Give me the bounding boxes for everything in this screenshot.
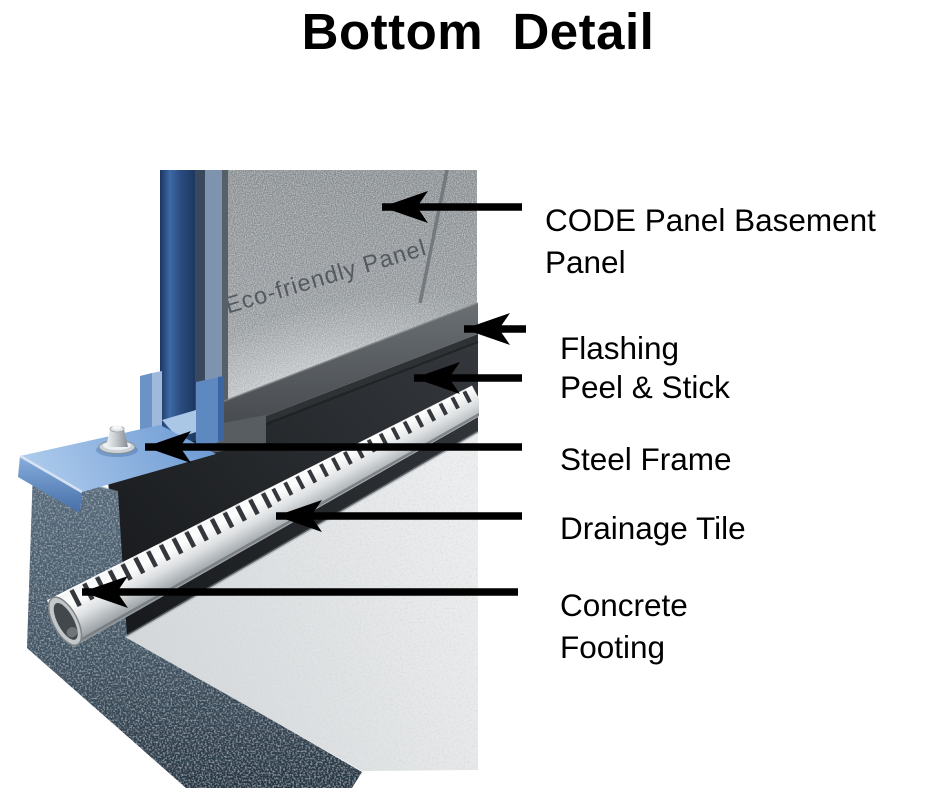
flashing-strip bbox=[222, 303, 478, 433]
panel-edge-sliver bbox=[222, 170, 228, 402]
label-peel-and-stick: Peel & Stick bbox=[560, 369, 730, 405]
label-flashing: Flashing bbox=[560, 330, 679, 366]
panel-frame-blue-strip bbox=[160, 170, 195, 447]
panel-seam-line bbox=[418, 170, 449, 304]
channel-left-flange bbox=[140, 373, 152, 443]
label-concrete-footing-line1: Concrete bbox=[560, 587, 688, 623]
angle-fold-highlight bbox=[19, 454, 83, 494]
pipe-body bbox=[47, 385, 479, 648]
flashing-top-edge bbox=[221, 302, 479, 403]
label-code-panel-line1: CODE Panel Basement bbox=[545, 202, 876, 238]
channel-right-flange bbox=[196, 376, 224, 450]
leader-arrows bbox=[82, 191, 526, 608]
callout-labels: CODE Panel Basement Panel Flashing Peel … bbox=[545, 202, 876, 665]
concrete-footing-face bbox=[27, 468, 362, 788]
anchor-bolt bbox=[96, 425, 138, 457]
scene: Eco-friendly Panel bbox=[18, 170, 479, 788]
channel-right-flange-edge bbox=[218, 376, 224, 442]
label-steel-frame: Steel Frame bbox=[560, 441, 732, 477]
pipe-ribs-near bbox=[68, 486, 279, 608]
pipe-end-reflection bbox=[66, 627, 78, 638]
page-title: Bottom Detail bbox=[301, 3, 655, 60]
label-code-panel-line2: Panel bbox=[545, 244, 626, 280]
flashing-drip-edge bbox=[222, 334, 478, 441]
label-drainage-tile: Drainage Tile bbox=[560, 510, 746, 546]
steel-frame-angle-lip bbox=[18, 456, 82, 513]
floor-shadow-line bbox=[124, 430, 479, 639]
label-concrete-footing-line2: Footing bbox=[560, 629, 665, 665]
panel-frame-shadow-strip bbox=[195, 170, 205, 443]
channel-left-flange-inner bbox=[152, 371, 162, 442]
panel-frame-light-strip bbox=[205, 170, 222, 441]
pipe-top-highlight bbox=[47, 385, 473, 603]
bolt-cap-top bbox=[112, 425, 122, 430]
bolt-cone bbox=[106, 429, 128, 447]
